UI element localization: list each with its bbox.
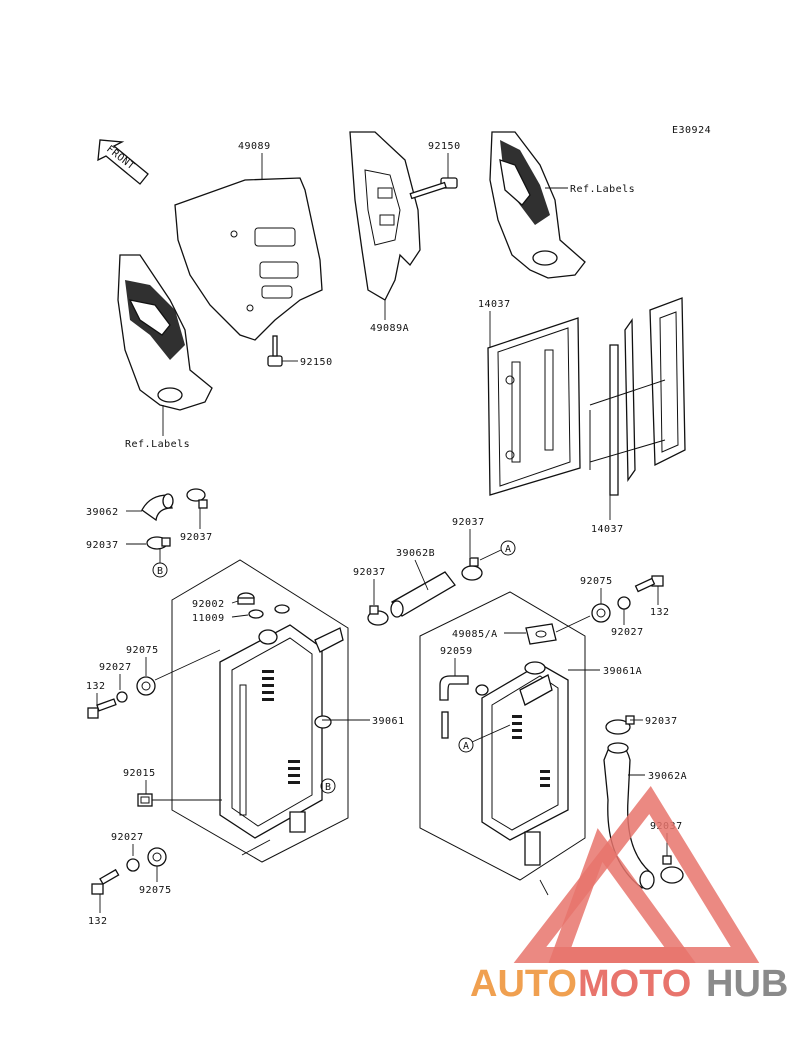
part-14037-guard-right bbox=[589, 297, 686, 496]
watermark-moto: MOTO bbox=[578, 963, 691, 1005]
label-49089A: 49089A bbox=[370, 323, 409, 334]
label-92150-mid: 92150 bbox=[300, 357, 333, 368]
label-132-c: 132 bbox=[650, 607, 670, 618]
label-92150-top: 92150 bbox=[428, 141, 461, 152]
label-39061A: 39061A bbox=[603, 666, 642, 677]
left-radiator-group-outline bbox=[171, 559, 349, 863]
label-39062: 39062 bbox=[86, 507, 119, 518]
label-39061: 39061 bbox=[372, 716, 405, 727]
label-ref-labels-left: Ref.Labels bbox=[125, 439, 190, 450]
clip-92015 bbox=[137, 793, 153, 807]
front-arrow-icon: FRONT bbox=[97, 139, 149, 185]
part-92002-cap bbox=[237, 592, 255, 605]
label-39062A: 39062A bbox=[648, 771, 687, 782]
callout-a2: A bbox=[463, 741, 470, 752]
clamp-92037-f bbox=[660, 855, 684, 884]
callout-b2: B bbox=[325, 782, 332, 793]
label-49085A: 49085/A bbox=[452, 629, 498, 640]
label-92037-b: 92037 bbox=[86, 540, 119, 551]
part-39062B-hose bbox=[390, 571, 456, 618]
part-49089-plate bbox=[174, 177, 323, 341]
label-92037-e: 92037 bbox=[645, 716, 678, 727]
callout-b1: B bbox=[157, 566, 164, 577]
label-92075-b: 92075 bbox=[139, 885, 172, 896]
watermark-hub: HUB bbox=[706, 963, 788, 1005]
bolt-92150-lower bbox=[267, 335, 283, 367]
collar-92027-c bbox=[617, 596, 631, 610]
bolt-92150-upper bbox=[409, 177, 458, 200]
part-39062-hose bbox=[141, 493, 174, 522]
label-92075-c: 92075 bbox=[580, 576, 613, 587]
part-39061-radiator bbox=[219, 624, 344, 839]
label-14037-bottom: 14037 bbox=[591, 524, 624, 535]
clamp-92037-a bbox=[186, 488, 208, 509]
grommet-92075-c bbox=[591, 603, 611, 623]
bolt-132-b bbox=[91, 868, 120, 895]
part-shroud-right-labels bbox=[489, 131, 586, 279]
clamp-92037-d bbox=[461, 557, 483, 581]
part-49085A-grommet bbox=[525, 623, 557, 645]
collar-92027-a bbox=[116, 691, 128, 703]
label-49089: 49089 bbox=[238, 141, 271, 152]
callout-a2-circle bbox=[458, 737, 474, 753]
label-ref-labels-right: Ref.Labels bbox=[570, 184, 635, 195]
label-92075-a: 92075 bbox=[126, 645, 159, 656]
grommet-92075-b bbox=[147, 847, 167, 867]
part-14037-guard-left bbox=[487, 317, 581, 496]
part-92059-tube bbox=[439, 675, 469, 739]
part-shroud-left-labels bbox=[117, 254, 213, 411]
bolt-132-c bbox=[634, 575, 664, 593]
label-92027-c: 92027 bbox=[611, 627, 644, 638]
part-49089A-shroud bbox=[349, 131, 421, 301]
label-92027-a: 92027 bbox=[99, 662, 132, 673]
clamp-92037-c bbox=[367, 605, 389, 626]
label-92037-d: 92037 bbox=[452, 517, 485, 528]
callout-b2-circle bbox=[320, 778, 336, 794]
watermark-logo: AUTO MOTO HUB bbox=[470, 785, 788, 1005]
label-92059: 92059 bbox=[440, 646, 473, 657]
label-14037-top: 14037 bbox=[478, 299, 511, 310]
label-92037-c: 92037 bbox=[353, 567, 386, 578]
label-11009: 11009 bbox=[192, 613, 225, 624]
collar-92027-b bbox=[126, 858, 140, 872]
diagram-code: E30924 bbox=[672, 125, 711, 136]
clamp-92037-e bbox=[605, 715, 635, 735]
label-92037-a: 92037 bbox=[180, 532, 213, 543]
clamp-92037-b bbox=[146, 536, 171, 550]
label-92015: 92015 bbox=[123, 768, 156, 779]
bolt-132-a bbox=[87, 698, 117, 719]
part-grommet-top bbox=[274, 604, 290, 614]
label-39062B: 39062B bbox=[396, 548, 435, 559]
label-132-a: 132 bbox=[86, 681, 106, 692]
right-radiator-group-outline bbox=[419, 591, 586, 881]
callout-a1: A bbox=[505, 544, 512, 555]
grommet-92075-a bbox=[136, 676, 156, 696]
part-39061A-radiator bbox=[475, 661, 569, 866]
label-92027-b: 92027 bbox=[111, 832, 144, 843]
label-92002: 92002 bbox=[192, 599, 225, 610]
watermark-auto: AUTO bbox=[470, 963, 577, 1005]
callout-a-circle bbox=[500, 540, 516, 556]
part-11009-washer bbox=[248, 609, 264, 619]
label-132-b: 132 bbox=[88, 916, 108, 927]
